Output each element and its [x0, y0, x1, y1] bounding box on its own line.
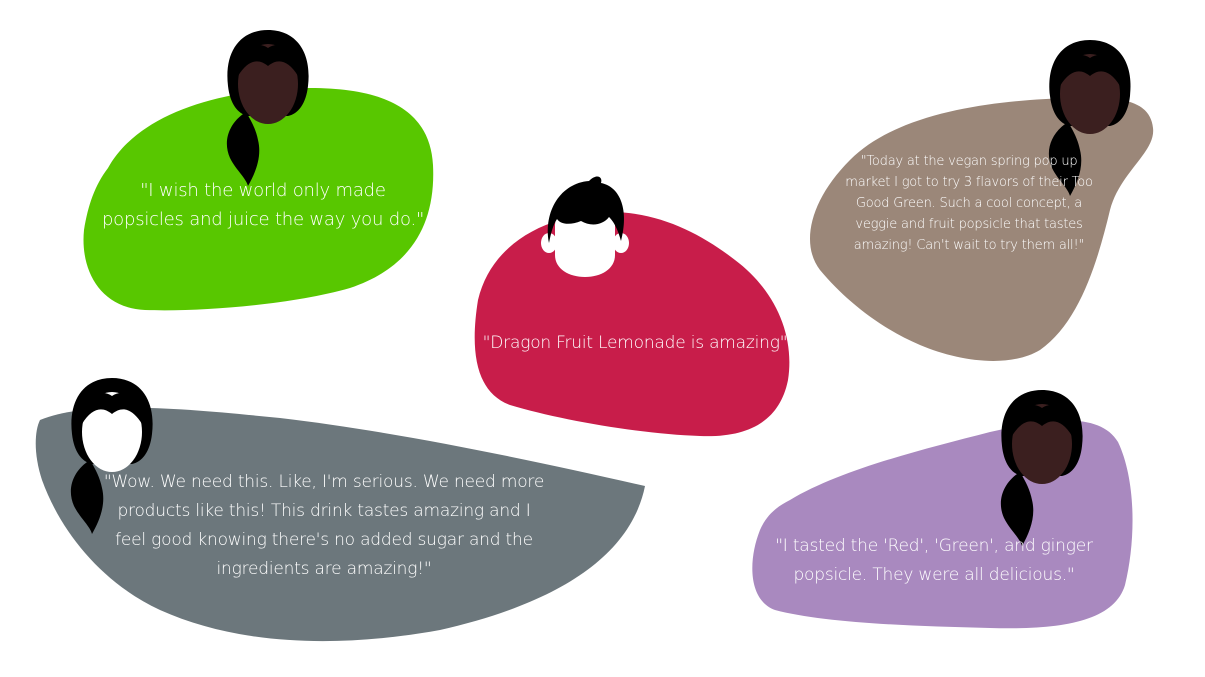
testimonial-quote-dragon-fruit: "Dragon Fruit Lemonade is amazing" [482, 333, 788, 353]
speech-blob-crimson [474, 212, 790, 437]
testimonial-card-green [83, 30, 434, 311]
woman-ponytail-light-avatar-icon [70, 378, 153, 534]
testimonial-card-crimson [474, 176, 790, 437]
testimonial-quote-no-added-sugar: "Wow. We need this. Like, I'm serious. W… [103, 472, 545, 579]
testimonial-quote-vegan-market: "Today at the vegan spring pop up market… [845, 154, 1093, 253]
speech-blob-slate [35, 407, 645, 642]
testimonial-card-taupe [810, 40, 1154, 361]
speech-blob-green [83, 88, 434, 311]
man-short-hair-light-avatar-icon [541, 176, 629, 277]
testimonial-quote-tasted-flavors: "I tasted the 'Red', 'Green', and ginger… [775, 536, 1093, 585]
woman-ponytail-dark-avatar-icon [1048, 40, 1131, 196]
testimonial-card-lavender [752, 390, 1133, 629]
testimonial-quote-popsicles: "I wish the world only made popsicles an… [101, 180, 425, 230]
testimonial-card-slate [35, 378, 645, 642]
woman-ponytail-dark-avatar-icon [1000, 390, 1083, 546]
woman-ponytail-dark-avatar-icon [226, 30, 309, 186]
